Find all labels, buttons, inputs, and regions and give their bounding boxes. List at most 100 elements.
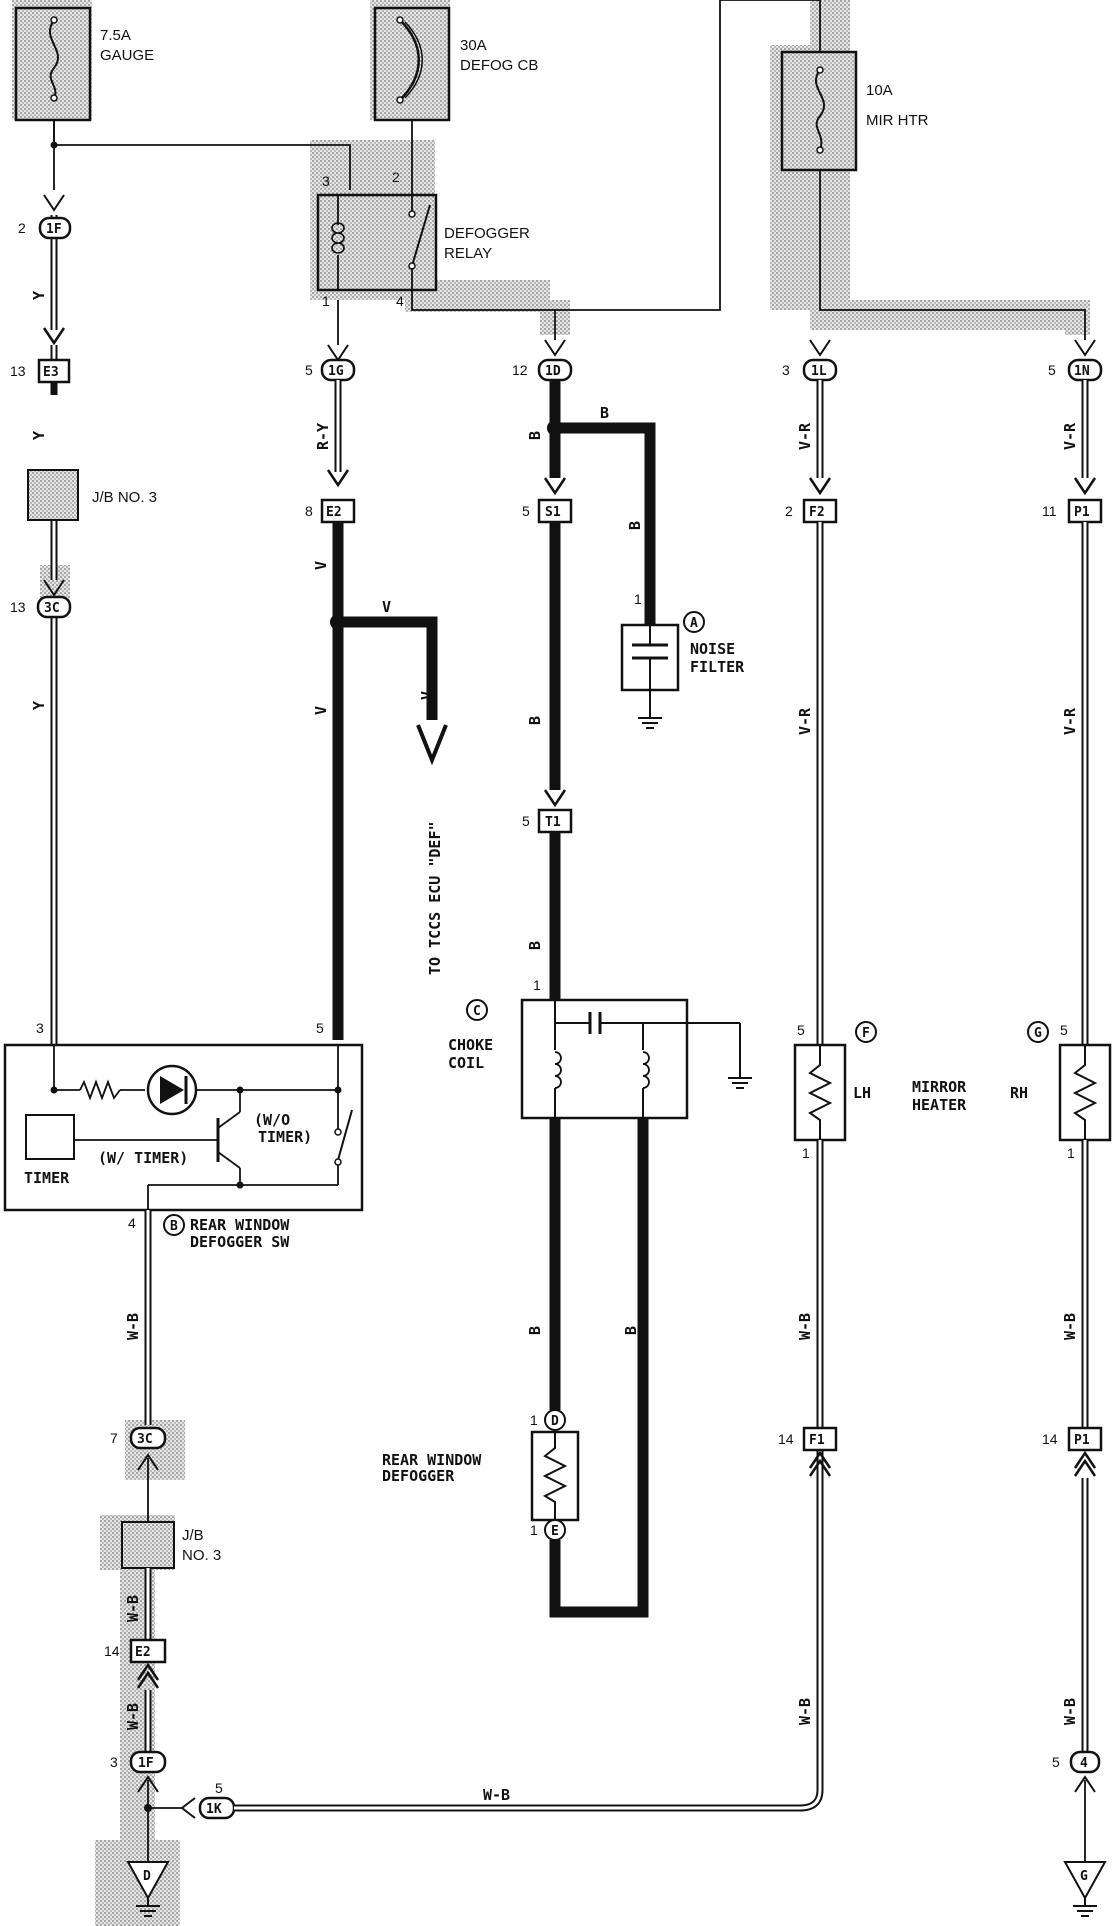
wire-wb-5: W-B [796,1698,814,1725]
wire-wb-7: W-B [1061,1313,1079,1340]
switch-pin-5: 5 [316,1020,324,1036]
relay-pin-2: 2 [392,169,400,185]
defogger-d-pin: 1 [530,1412,538,1428]
connector-1F-bot: 1F [138,1756,154,1771]
wire-wb-1: W-B [124,1313,142,1340]
wire-b-6: B [526,1326,544,1335]
wire-b-2: B [600,404,609,422]
relay-pin-3: 3 [322,173,330,189]
mirror-label-1: MIRROR [912,1078,967,1096]
connectors: 1F 2 E3 13 3C 13 1G 5 E2 8 1D 12 S1 5 T [10,194,1103,834]
relay-label-2: RELAY [444,245,492,262]
wire-v-4: V [418,691,436,700]
pin-1F-bot: 3 [110,1754,118,1770]
relay-pin-1: 1 [322,293,330,309]
connector-1L: 1L [811,364,827,379]
pin-E2-top: 8 [305,503,313,519]
timer-label: TIMER [24,1169,70,1187]
defogger-label-2: DEFOGGER [382,1467,455,1485]
ground-d-label: D [143,1869,151,1884]
fuse-defog: 30A DEFOG CB [373,6,538,122]
wire-wb-3: W-B [124,1703,142,1730]
rh-pin-5: 5 [1060,1022,1068,1038]
pin-T1: 5 [522,813,530,829]
connector-E3: E3 [43,365,59,380]
lh-pin-1: 1 [802,1145,810,1161]
jb-top-label: J/B NO. 3 [92,489,157,506]
fuse-gauge-amp: 7.5A [100,27,131,44]
wire-b-7: B [622,1326,640,1335]
wo-timer-label-2: TIMER) [258,1128,312,1146]
connector-P1-top: P1 [1074,505,1090,520]
fuse-gauge: 7.5A GAUGE [14,6,154,149]
pin-1F-top: 2 [18,220,26,236]
rh-letter: G [1034,1026,1042,1041]
relay-label-1: DEFOGGER [444,225,530,242]
rh-label: RH [1010,1084,1028,1102]
pin-F1: 14 [778,1431,794,1447]
pin-1G: 5 [305,362,313,378]
connector-E2-bot: E2 [135,1645,151,1660]
wire-y-3: Y [30,701,48,710]
defogger-relay: 3 2 1 4 DEFOGGER RELAY [316,169,530,309]
choke-label-2: COIL [448,1054,484,1072]
pin-3C-top: 13 [10,599,26,615]
pin-P1-top: 11 [1042,503,1057,519]
wire-wb-4: W-B [483,1786,510,1804]
pin-1N: 5 [1048,362,1056,378]
wire-b-5: B [526,941,544,950]
noise-label-1: NOISE [690,640,735,658]
circuit-lh-ground: W-B W-B [234,1448,824,1812]
switch-label-2: DEFOGGER SW [190,1233,290,1251]
circuit-ground-d: W-B 3C 7 J/B NO. 3 W-B E2 14 W-B 1F 3 1K… [104,1210,236,1917]
choke-letter: C [473,1004,481,1019]
wire-vr-4: V-R [1061,707,1079,735]
connector-1N: 1N [1074,364,1090,379]
connector-3C-bot: 3C [137,1432,153,1447]
switch-pin-4: 4 [128,1215,136,1231]
jb-bot-label-1: J/B [182,1527,204,1544]
connector-1D: 1D [545,364,561,379]
wire-b-1: B [526,431,544,440]
fuse-defog-amp: 30A [460,37,487,54]
wire-vr-1: V-R [796,422,814,450]
pin-1L: 3 [782,362,790,378]
choke-pin: 1 [533,977,541,993]
tccs-label: TO TCCS ECU "DEF" [426,821,444,975]
connector-S1: S1 [545,505,561,520]
fuse-defog-name: DEFOG CB [460,57,538,74]
connector-1G: 1G [328,364,344,379]
w-timer-label: (W/ TIMER) [98,1149,188,1167]
lh-letter: F [862,1026,870,1041]
connector-T1: T1 [545,815,561,830]
lh-pin-5: 5 [797,1022,805,1038]
lh-label: LH [853,1084,871,1102]
pin-3C-bot: 7 [110,1430,118,1446]
jb-bot-label-2: NO. 3 [182,1547,221,1564]
mirror-heater-rh: V-R V-R 5 1 G RH W-B P1 14 W-B 4 5 G [1010,380,1112,1917]
noise-letter: A [690,616,698,631]
mirror-label-2: HEATER [912,1096,967,1114]
relay-pin-4: 4 [396,293,404,309]
mirror-heater-lh: V-R V-R 5 1 F LH W-B F1 14 MIRROR HEATER [778,380,967,1477]
fuse-mir-htr-amp: 10A [866,82,893,99]
fuse-mir-htr: 10A MIR HTR [780,50,929,172]
fuse-mir-htr-name: MIR HTR [866,112,929,129]
wo-timer-label-1: (W/O [254,1111,290,1129]
wire-b-4: B [526,716,544,725]
connector-E2-top: E2 [326,505,342,520]
switch-pin-3: 3 [36,1020,44,1036]
pin-F2: 2 [785,503,793,519]
ground-g-label: G [1080,1869,1088,1884]
wire-b-3: B [626,521,644,530]
connector-P1-bot: P1 [1074,1433,1090,1448]
defogger-e-pin: 1 [530,1522,538,1538]
circuit-gauge: J/B NO. 3 Y Y Y [27,215,157,1045]
bus-lines [53,0,1086,345]
defogger-label-1: REAR WINDOW [382,1451,482,1469]
connector-F2: F2 [809,505,825,520]
circuit-defogger: B B B B B B B 1 A NOISE FILTER 1 [382,380,753,1618]
wire-v-3: V [382,598,391,616]
circuit-relay-coil: R-Y V V V V TO TCCS ECU "DEF" [312,380,448,1040]
